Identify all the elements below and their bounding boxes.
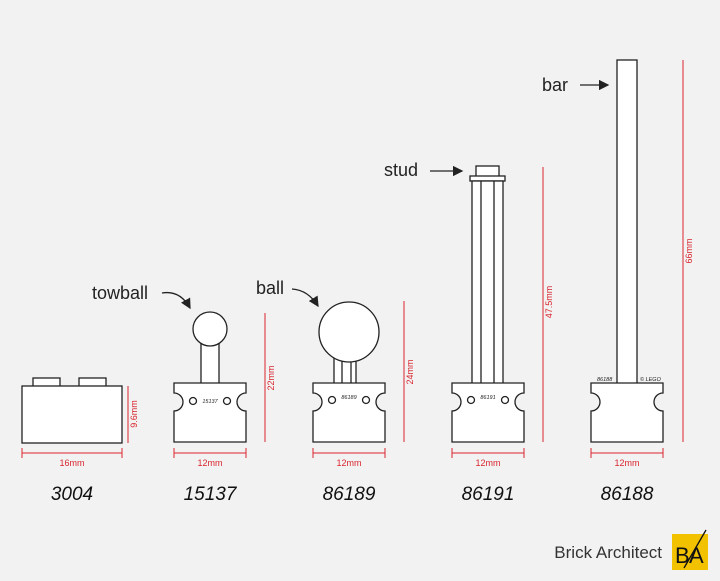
part-86191-drawing: 86191: [451, 165, 525, 443]
callout-label: towball: [92, 283, 148, 303]
part-id-15137: 15137: [184, 484, 238, 505]
dim-3004-width: 16mm: [21, 448, 123, 468]
dim-15137-width: 12mm: [173, 448, 247, 468]
dim-86188-width: 12mm: [590, 448, 664, 468]
logo-letter-a: A: [689, 543, 704, 568]
callout-label: bar: [542, 75, 568, 95]
embossed-id: 86188: [597, 377, 613, 383]
part-86188-drawing: 86188 © LEGO: [590, 59, 664, 443]
embossed-lego: © LEGO: [640, 376, 662, 383]
dim-86188-height: 66mm: [682, 60, 694, 442]
embossed-id: 15137: [202, 399, 218, 405]
dim-3004-height: 9.6mm: [127, 386, 139, 443]
dim-label: 9.6mm: [129, 400, 139, 428]
dim-label: 12mm: [197, 458, 222, 468]
stud-base: [451, 382, 525, 443]
dim-label: 66mm: [684, 238, 694, 263]
dim-86189-width: 12mm: [312, 448, 386, 468]
callout-ball: ball: [256, 278, 319, 308]
logo-square: [672, 534, 708, 570]
callout-towball: towball: [92, 283, 191, 310]
dim-label: 12mm: [475, 458, 500, 468]
axle-hole: [500, 395, 510, 405]
part-id-3004: 3004: [51, 484, 93, 505]
stud-collar: [469, 175, 506, 182]
dim-86191-height: 47.5mm: [542, 167, 554, 442]
dim-15137-height: 22mm: [264, 313, 276, 442]
part-3004-drawing: [21, 377, 123, 444]
bar-shaft: [616, 59, 638, 385]
dim-label: 22mm: [266, 365, 276, 390]
brick-body: [21, 385, 123, 444]
callout-arrow: [161, 291, 191, 310]
callout-stud: stud: [384, 160, 464, 180]
callout-arrow: [291, 288, 319, 308]
axle-hole: [222, 396, 232, 406]
callout-bar: bar: [542, 75, 610, 95]
towball-sphere: [192, 311, 228, 347]
dim-label: 24mm: [405, 359, 415, 384]
part-86189-drawing: 86189: [312, 301, 386, 443]
brand-name: Brick Architect: [554, 543, 662, 562]
logo-slash: [683, 529, 707, 569]
axle-hole: [188, 396, 198, 406]
embossed-id: 86189: [341, 395, 356, 401]
part-id-86188: 86188: [601, 484, 654, 505]
axle-hole: [327, 395, 337, 405]
part-id-86189: 86189: [323, 484, 376, 505]
callout-label: ball: [256, 278, 284, 298]
dim-86189-height: 24mm: [403, 301, 415, 442]
brand-logo: B A: [672, 529, 708, 570]
dim-label: 16mm: [59, 458, 84, 468]
logo-letter-b: B: [675, 543, 690, 568]
axle-hole: [361, 395, 371, 405]
ball-base: [312, 382, 386, 443]
stud-shaft: [471, 180, 504, 385]
part-id-86191: 86191: [462, 484, 515, 505]
dim-label: 12mm: [614, 458, 639, 468]
embossed-id: 86191: [480, 395, 495, 401]
dim-label: 47.5mm: [544, 286, 554, 319]
callout-label: stud: [384, 160, 418, 180]
part-15137-drawing: 15137: [173, 311, 247, 443]
axle-hole: [466, 395, 476, 405]
towball-base: [173, 382, 247, 443]
dim-label: 12mm: [336, 458, 361, 468]
dim-86191-width: 12mm: [451, 448, 525, 468]
bar-base: [590, 382, 664, 443]
ball-sphere: [318, 301, 380, 363]
